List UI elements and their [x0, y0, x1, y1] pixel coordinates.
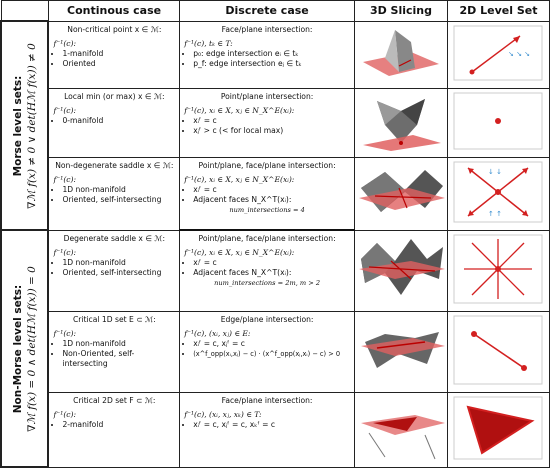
disc-item: xᵢᶠ = c, xⱼᶠ = c, xₖᶠ = c [193, 420, 350, 430]
svg-text:↘ ↘ ↘: ↘ ↘ ↘ [508, 50, 530, 58]
disc-title: Point/plane, face/plane intersection: [198, 234, 336, 243]
levelset-image-critical-2d [453, 396, 543, 459]
cont-item: 1D non-manifold [62, 339, 175, 349]
svg-text:↓ ↓: ↓ ↓ [488, 168, 502, 176]
cont-pre: f⁻¹(c): [53, 247, 77, 257]
disc-item: xᵢᶠ = c, xⱼᶠ = c [193, 339, 350, 349]
cont-pre: f⁻¹(c): [53, 38, 77, 48]
continuous-cell-5: Critical 1D set E ⊂ ℳ: f⁻¹(c): 1D non-ma… [47, 310, 181, 393]
cont-title: Critical 2D set F ⊂ ℳ: [73, 395, 156, 405]
cont-item: Oriented, self-intersecting [62, 268, 175, 278]
nonmorse-group-label: Non-Morse level sets: ∇ℳ f(x) = 0 ∧ det(… [0, 229, 50, 468]
levelset-image-noncritical: ↘ ↘ ↘ [453, 25, 543, 80]
disc-pre: f⁻¹(c), xᵢ ∈ X, xⱼ ∈ N_X^E(xᵢ): [184, 174, 295, 184]
levelset-cell-1: ↘ ↘ ↘ [446, 20, 550, 89]
discrete-cell-1: Face/plane intersection: f⁻¹(c), tₖ ∈ T:… [179, 20, 355, 89]
slice-cell-4 [353, 229, 448, 312]
levelset-cell-4 [446, 229, 550, 312]
disc-item: xᵢᶠ = c [193, 258, 350, 268]
cont-pre: f⁻¹(c): [53, 328, 77, 338]
cont-item: 0-manifold [62, 116, 175, 126]
disc-title: Face/plane intersection: [221, 395, 313, 405]
continuous-cell-6: Critical 2D set F ⊂ ℳ: f⁻¹(c): 2-manifol… [47, 391, 181, 468]
disc-item: p_f: edge intersection eⱼ ∈ tₖ [193, 59, 350, 69]
disc-title: Face/plane intersection: [221, 24, 313, 34]
levelset-cell-5 [446, 310, 550, 393]
slice-cell-5 [353, 310, 448, 393]
disc-pre: f⁻¹(c), xᵢ ∈ X, xⱼ ∈ N_X^E(xᵢ): [184, 248, 295, 257]
levelset-image-critical-1d [453, 315, 543, 384]
discrete-cell-4: Point/plane, face/plane intersection: f⁻… [179, 229, 355, 312]
corner-cell [0, 0, 49, 22]
continuous-cell-4: Degenerate saddle x ∈ ℳ: f⁻¹(c): 1D non-… [47, 229, 181, 312]
continuous-cell-3: Non-degenerate saddle x ∈ ℳ: f⁻¹(c): 1D … [47, 156, 181, 231]
levelset-image-local-min [453, 92, 543, 149]
disc-pre: f⁻¹(c), (xᵢ, xⱼ, xₖ) ∈ T: [184, 409, 262, 419]
disc-pre: f⁻¹(c), xᵢ ∈ X, xⱼ ∈ N_X^E(xᵢ): [184, 105, 295, 115]
disc-title: Edge/plane intersection: [220, 314, 314, 324]
levelset-image-saddle: ↓ ↓ ↑ ↑ [453, 161, 543, 222]
morse-title: Morse level sets: [11, 75, 24, 176]
header-3d-slicing: 3D Slicing [353, 0, 448, 22]
levelset-image-degenerate-saddle [453, 234, 543, 303]
disc-item: p₀: edge intersection eᵢ ∈ tₖ [193, 49, 350, 59]
cont-item: 2-manifold [62, 420, 175, 430]
morse-formula: ∇ℳ f(x) ≠ 0 ∨ det(Hℳ f(x)) ≠ 0 [25, 42, 38, 209]
slice-cell-6 [353, 391, 448, 468]
slice-cell-2 [353, 87, 448, 158]
header-discrete: Discrete case [179, 0, 355, 22]
levelset-cell-6 [446, 391, 550, 468]
disc-item: Adjacent faces N_X^T(xᵢ): [193, 195, 350, 205]
levelset-cell-3: ↓ ↓ ↑ ↑ [446, 156, 550, 231]
discrete-cell-3: Point/plane, face/plane intersection: f⁻… [179, 156, 355, 231]
cont-item: 1D non-manifold [62, 258, 175, 268]
header-continuous: Continous case [47, 0, 181, 22]
slice-cell-3 [353, 156, 448, 231]
slice-image-critical-1d [360, 331, 445, 368]
cont-item: Non-Oriented, self-intersecting [62, 349, 175, 369]
morse-group-label: Morse level sets: ∇ℳ f(x) ≠ 0 ∨ det(Hℳ f… [0, 20, 50, 231]
continuous-cell-2: Local min (or max) x ∈ ℳ: f⁻¹(c): 0-mani… [47, 87, 181, 158]
cont-pre: f⁻¹(c): [53, 409, 77, 419]
cont-item: Oriented [62, 59, 175, 69]
disc-item: xᵢᶠ = c [193, 185, 350, 195]
disc-pre: f⁻¹(c), tₖ ∈ T: [184, 38, 233, 48]
discrete-cell-6: Face/plane intersection: f⁻¹(c), (xᵢ, xⱼ… [179, 391, 355, 468]
cont-title: Local min (or max) x ∈ ℳ: [64, 91, 165, 101]
cont-item: Oriented, self-intersecting [62, 195, 175, 205]
levelset-cell-2 [446, 87, 550, 158]
slice-image-saddle [358, 169, 445, 212]
cont-item: 1D non-manifold [62, 185, 175, 195]
disc-title: Point/plane intersection: [220, 91, 314, 101]
slice-image-local-min [362, 98, 441, 151]
nonmorse-formula: ∇ℳ f(x) = 0 ∧ det(Hℳ f(x)) = 0 [25, 265, 38, 432]
cont-pre: f⁻¹(c): [53, 174, 77, 184]
cont-title: Non-critical point x ∈ ℳ: [67, 24, 162, 34]
slice-cell-1 [353, 20, 448, 89]
discrete-cell-2: Point/plane intersection: f⁻¹(c), xᵢ ∈ X… [179, 87, 355, 158]
slice-image-degenerate-saddle [358, 238, 445, 295]
cont-title: Degenerate saddle x ∈ ℳ: [63, 233, 166, 243]
cont-item: 1-manifold [62, 49, 175, 59]
slice-image-noncritical [362, 29, 439, 76]
cont-title: Non-degenerate saddle x ∈ ℳ: [55, 160, 174, 170]
cont-title: Critical 1D set E ⊂ ℳ: [72, 314, 156, 324]
disc-item: Adjacent faces N_X^T(xᵢ): [193, 268, 350, 278]
cont-pre: f⁻¹(c): [53, 105, 77, 115]
disc-item: xⱼᶠ > c (< for local max) [193, 126, 350, 136]
disc-pre: f⁻¹(c), (xᵢ, xⱼ) ∈ E: [184, 328, 251, 338]
discrete-cell-5: Edge/plane intersection: f⁻¹(c), (xᵢ, xⱼ… [179, 310, 355, 393]
disc-item: (x^f_opp(xᵢ,xⱼ) − c) · (x^f_opp(xⱼ,xᵢ) −… [193, 349, 350, 359]
nonmorse-title: Non-Morse level sets: [11, 284, 24, 413]
continuous-cell-1: Non-critical point x ∈ ℳ: f⁻¹(c): 1-mani… [47, 20, 181, 89]
disc-item: xᵢᶠ = c [193, 116, 350, 126]
header-2d-level-set: 2D Level Set [446, 0, 550, 22]
svg-text:↑ ↑: ↑ ↑ [488, 210, 502, 218]
disc-title: Point/plane, face/plane intersection: [198, 160, 336, 170]
disc-note: num_intersections = 4 [229, 205, 305, 214]
slice-image-critical-2d [360, 414, 445, 459]
disc-note: num_intersections = 2m, m > 2 [214, 279, 321, 287]
